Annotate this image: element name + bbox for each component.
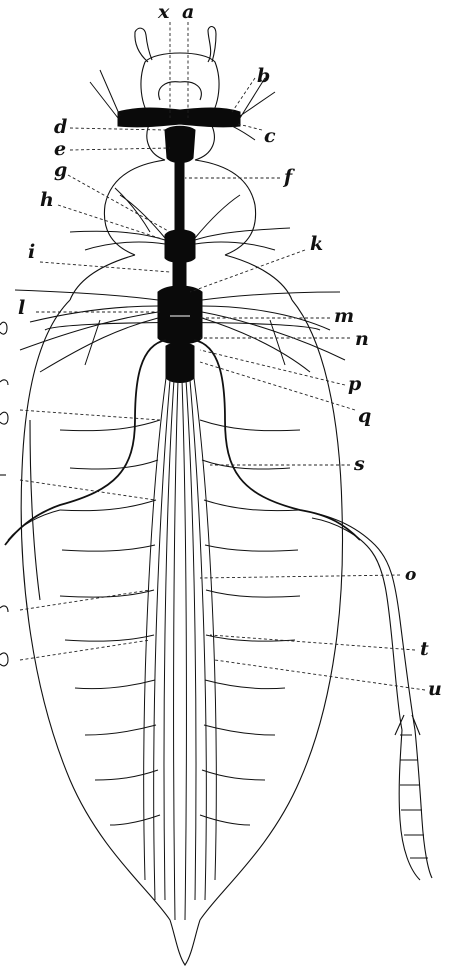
cropped-label-mark-6	[0, 653, 8, 666]
label-k: l	[18, 297, 25, 319]
left-margin-line	[30, 420, 40, 600]
label-p: p	[348, 373, 362, 395]
connective-1	[175, 158, 184, 233]
ganglion-chain	[118, 108, 240, 383]
label-h: h	[40, 189, 54, 211]
label-d: d	[54, 116, 67, 138]
head-nerve-c	[232, 126, 255, 140]
cropped-label-mark-2	[0, 380, 8, 385]
abdominal-ganglion	[166, 343, 194, 383]
abdominal-nerve-cords	[144, 378, 217, 920]
right-leg-femur	[300, 510, 415, 730]
cerebral-ganglion	[118, 108, 240, 127]
label-m: m	[334, 305, 354, 327]
label-u: u	[428, 678, 442, 700]
meso-metathoracic-ganglion	[158, 286, 202, 344]
right-leg-nerve	[194, 340, 360, 540]
label-f: f	[282, 166, 295, 188]
label-i: i	[28, 241, 35, 263]
connective-2	[173, 258, 186, 288]
left-antenna-stub	[135, 28, 152, 62]
left-leg-nerve	[5, 340, 166, 545]
label-x: x	[157, 1, 170, 23]
subesophageal-ganglion	[165, 126, 195, 162]
label-s: s	[353, 453, 365, 475]
label-o: o	[405, 565, 416, 585]
right-segmental-nerves	[200, 420, 300, 825]
head-inner	[159, 82, 202, 100]
cropped-label-mark-1	[0, 322, 7, 334]
cropped-edge-marks	[0, 322, 8, 666]
label-a: a	[182, 1, 194, 23]
label-b: b	[257, 65, 270, 87]
label-q: q	[358, 405, 371, 427]
abdomen-outline	[21, 300, 342, 965]
cropped-label-mark-3	[0, 412, 8, 424]
cropped-label-mark-5	[0, 606, 8, 612]
label-e: e	[54, 138, 66, 160]
label-g: g	[54, 159, 67, 181]
label-c: c	[264, 125, 276, 147]
nerve-branches	[5, 70, 432, 920]
label-n: n	[355, 328, 369, 350]
right-leg-spurs	[395, 715, 420, 735]
right-antenna-stub	[208, 27, 216, 62]
left-segmental-nerves	[60, 420, 160, 825]
label-l: k	[310, 233, 323, 255]
label-t: t	[420, 638, 429, 660]
